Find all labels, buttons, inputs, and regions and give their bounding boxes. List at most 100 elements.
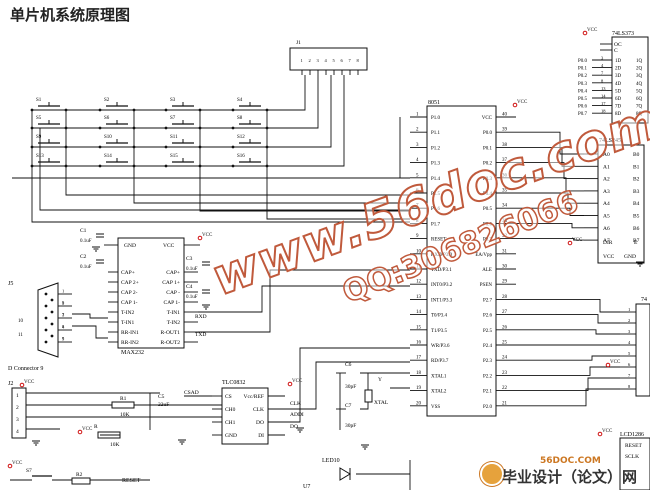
mcu-pin-num: 21 — [502, 401, 508, 406]
mcu-pin-name: VCC — [482, 116, 493, 121]
r-ref: R — [94, 424, 98, 430]
j1-pin-num: 7 — [349, 58, 352, 63]
key-label: S10 — [104, 135, 112, 140]
key-label: S8 — [237, 116, 243, 121]
mcu-pin-name: WR/P3.6 — [431, 344, 450, 349]
latch-input: 4D — [615, 82, 622, 87]
max232-right-pin: CAP 1- — [164, 300, 181, 306]
footer-logo[interactable]: 56DOC.COM 毕业设计（论文）网 — [478, 456, 648, 488]
latch-input: 7D — [615, 105, 622, 110]
max232-right-pin: CAP - — [166, 290, 180, 296]
buffer-dir: DIR — [603, 240, 613, 246]
vcc-label: VCC — [202, 233, 213, 238]
passives: R1 10K R 10K C5 22uF R2 S7 RESET LED10 U… — [26, 394, 351, 490]
max232-chip: MAX232 GND VCC CAP+CAP 2+CAP 2-CAP 1-T-I… — [80, 228, 210, 356]
mcu-pin-num: 17 — [416, 356, 422, 361]
vcc-label: VCC — [517, 100, 528, 105]
j1-pin-num: 8 — [357, 58, 360, 63]
latch-output: 4Q — [636, 82, 643, 87]
j1-pin-num: 6 — [341, 58, 344, 63]
r-val: 10K — [110, 442, 120, 448]
mcu-pin-name: P0.0 — [483, 131, 493, 136]
latch-pin-num: 3 — [601, 56, 604, 61]
buffer-a-pin: A6 — [603, 226, 610, 232]
vcc-label: VCC — [587, 28, 598, 33]
right-conn-pin: 4 — [628, 340, 631, 345]
mcu-pin-num: 18 — [416, 371, 422, 376]
mcu-pin-name: TXD/P3.1 — [431, 268, 452, 273]
mcu-pin-num: 35 — [502, 189, 508, 194]
mcu-pin-name: T0/P3.4 — [431, 314, 447, 319]
footer-logo-sub: 56DOC.COM — [540, 456, 601, 466]
key-label: S15 — [170, 154, 178, 159]
key-label: S3 — [170, 98, 176, 103]
mcu-pin-name: P2.4 — [483, 344, 493, 349]
right-conn-pin: 1 — [628, 307, 630, 312]
db9-pin: 8 — [62, 324, 65, 329]
right-conn-pin: 5 — [628, 351, 631, 356]
buffer-gnd: GND — [624, 254, 636, 260]
mcu-pin-name: P2.6 — [483, 314, 493, 319]
mcu-pin-name: P0.6 — [483, 222, 493, 227]
key-label: S16 — [237, 154, 245, 159]
latch-output: 1Q — [636, 59, 643, 64]
svg-text:4: 4 — [16, 429, 19, 435]
r2-ref: R2 — [76, 472, 83, 478]
led-ref: LED10 — [322, 458, 340, 464]
latch-input: 6D — [615, 97, 622, 102]
max232-cap-val: 0.1uF — [186, 295, 198, 300]
mcu-pin-num: 25 — [502, 341, 508, 346]
buffer-a-pin: A5 — [603, 214, 610, 220]
max232-cap-ref: C3 — [186, 256, 193, 262]
mcu-pin-num: 40 — [502, 113, 508, 118]
key-label: S7 — [170, 116, 176, 121]
mcu-pin-num: 20 — [416, 401, 422, 406]
crystal-c7: C7 — [345, 403, 352, 409]
reset-switch-ref: S7 — [26, 468, 32, 474]
mcu-8051: 8051 1P1.02P1.13P1.24P1.35P1.46P1.57P1.6… — [416, 100, 508, 417]
latch-net: P0.1 — [578, 67, 588, 72]
mcu-pin-name: INT1/P3.3 — [431, 298, 453, 303]
buffer-b-pin: B5 — [633, 214, 640, 220]
mcu-pin-name: P0.3 — [483, 177, 493, 182]
adc-net-do: DO — [290, 424, 298, 430]
crystal-circuit: C6 30pF C7 30pF XTAL Y — [345, 362, 389, 429]
key-label: S2 — [104, 98, 110, 103]
mcu-pin-name: P0.1 — [483, 146, 493, 151]
vcc-label: VCC — [572, 238, 583, 243]
latch-net: P0.4 — [578, 89, 588, 94]
mcu-pin-name: EA/Vpp — [475, 253, 492, 258]
page-title: 单片机系统原理图 — [10, 6, 131, 24]
mcu-pin-num: 4 — [416, 158, 419, 163]
j2-ref: J2 — [8, 381, 13, 387]
db9-pin: 1 — [62, 289, 64, 294]
mcu-pin-name: INT0/P3.2 — [431, 283, 453, 288]
max232-right-pin: T-IN2 — [167, 320, 180, 326]
mcu-pin-num: 30 — [502, 265, 508, 270]
mcu-pin-num: 33 — [502, 219, 508, 224]
mcu-pin-num: 15 — [416, 325, 422, 330]
max232-cap-ref: C1 — [80, 228, 87, 234]
max232-left-pin: CAP 2+ — [121, 280, 139, 286]
db9-pin: 4 — [62, 325, 65, 330]
mcu-pin-name: P1.5 — [431, 192, 441, 197]
footer-logo-main: 毕业设计（论文）网 — [502, 468, 638, 486]
latch-pin-num: 4 — [601, 63, 604, 68]
mcu-pin-num: 3 — [416, 143, 419, 148]
latch-oc: OC — [614, 42, 622, 48]
reset-net: RESET — [122, 478, 141, 484]
mcu-pin-name: P1.4 — [431, 177, 441, 182]
latch-net: P0.3 — [578, 82, 588, 87]
max232-left-pin: CAP+ — [121, 270, 135, 276]
max232-txd: TXD — [195, 332, 206, 338]
max232-right-pin: CAP+ — [166, 270, 180, 276]
max232-cap-ref: C4 — [186, 284, 193, 290]
max232-left-pin: RR-IN2 — [121, 340, 139, 346]
adc-right-pin: DI — [258, 433, 264, 439]
lcd-pin-reset: RESET — [625, 443, 642, 449]
